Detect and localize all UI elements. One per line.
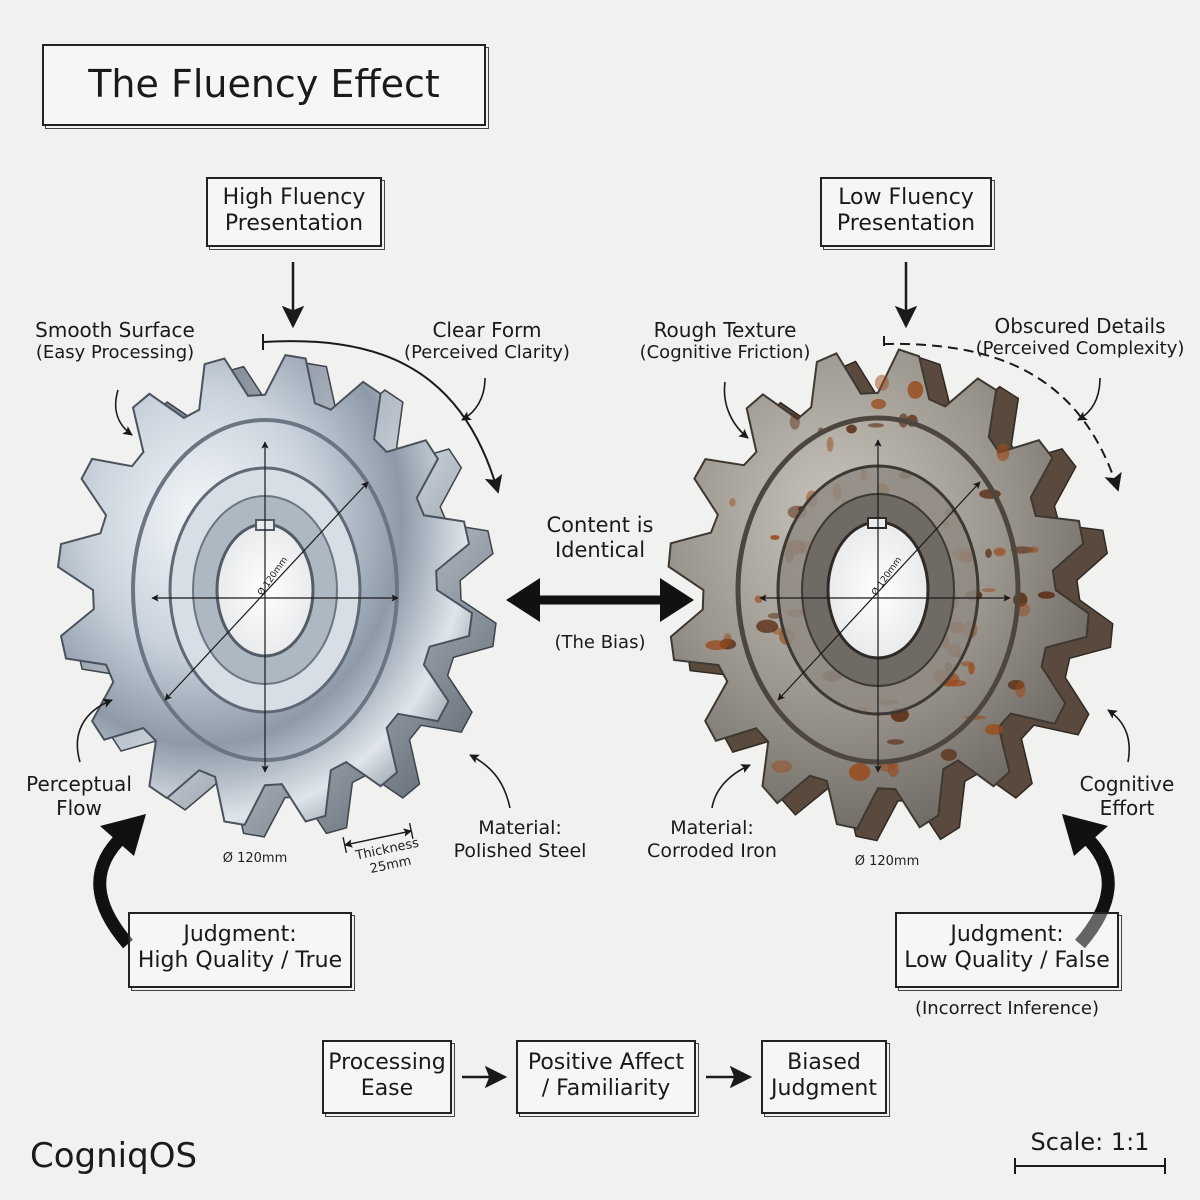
- scale-bar: [1014, 1158, 1166, 1174]
- right-diameter-label: Ø 120mm: [854, 854, 920, 869]
- right-arc-arrow: [883, 336, 1118, 490]
- page-title-text: The Fluency Effect: [88, 62, 440, 106]
- content-identical-line2: Identical: [554, 538, 646, 563]
- left-material-label: Material: Polished Steel: [440, 817, 600, 863]
- iron-gear: Ø 120mm: [667, 348, 1114, 842]
- iron-gear-keyway: [867, 517, 887, 529]
- high-fluency-header: High Fluency Presentation: [206, 177, 382, 247]
- perceptual-flow-pointer: [76, 698, 113, 763]
- content-identical-arrow: [506, 578, 694, 622]
- clear-form-pointer: [461, 377, 486, 421]
- rough-texture-annotation: Rough Texture (Cognitive Friction): [630, 318, 820, 364]
- clear-form-annotation: Clear Form (Perceived Clarity): [392, 318, 582, 364]
- left-judgment-line2: High Quality / True: [137, 948, 343, 974]
- obscured-details-sublabel: (Perceived Complexity): [975, 338, 1185, 359]
- flow-step1-line2: Ease: [360, 1076, 414, 1102]
- right-judgment-box: Judgment: Low Quality / False: [895, 912, 1119, 988]
- flow-step-biased-judgment: Biased Judgment: [761, 1040, 887, 1114]
- cognitive-effort-line2: Effort: [1099, 796, 1155, 820]
- flow-step3-line1: Biased: [787, 1050, 861, 1075]
- scale-label: Scale: 1:1: [1030, 1128, 1150, 1156]
- rough-texture-sublabel: (Cognitive Friction): [639, 342, 811, 363]
- clear-form-sublabel: (Perceived Clarity): [404, 342, 570, 363]
- left-material-pointer: [469, 754, 511, 809]
- cognitive-effort-line1: Cognitive: [1079, 772, 1175, 796]
- perceptual-flow-line1: Perceptual: [26, 772, 132, 796]
- right-material-line2: Corroded Iron: [647, 839, 777, 862]
- high-fluency-header-line1: High Fluency: [222, 185, 366, 210]
- right-judgment-line1: Judgment:: [950, 922, 1064, 947]
- smooth-surface-annotation: Smooth Surface (Easy Processing): [20, 318, 210, 364]
- thickness-dimension: [342, 822, 414, 854]
- smooth-surface-pointer: [114, 389, 133, 436]
- flow-step-processing-ease: Processing Ease: [322, 1040, 452, 1114]
- right-material-label: Material: Corroded Iron: [632, 817, 792, 863]
- right-judgment-line2: Low Quality / False: [904, 948, 1110, 974]
- smooth-surface-sublabel: (Easy Processing): [35, 342, 195, 363]
- rough-texture-pointer: [723, 381, 749, 439]
- left-arc-arrow: [262, 334, 498, 492]
- high-fluency-header-line2: Presentation: [224, 211, 364, 237]
- page-title: The Fluency Effect: [42, 44, 486, 126]
- steel-gear: Ø 120mm: [56, 353, 497, 838]
- right-judgment-curved-arrow: [1062, 814, 1115, 949]
- cognitive-effort-annotation: Cognitive Effort: [1064, 772, 1190, 820]
- obscured-details-pointer: [1077, 377, 1101, 421]
- perceptual-flow-line2: Flow: [56, 796, 102, 820]
- left-judgment-box: Judgment: High Quality / True: [128, 912, 352, 988]
- flow-step2-line2: / Familiarity: [541, 1076, 671, 1102]
- low-fluency-header-line1: Low Fluency: [838, 185, 974, 210]
- obscured-details-label: Obscured Details: [994, 314, 1166, 338]
- left-judgment-line1: Judgment:: [183, 922, 297, 947]
- smooth-surface-label: Smooth Surface: [35, 318, 195, 342]
- low-fluency-header-line2: Presentation: [836, 211, 976, 237]
- cognitive-effort-pointer: [1107, 709, 1130, 763]
- perceptual-flow-annotation: Perceptual Flow: [14, 772, 144, 820]
- clear-form-label: Clear Form: [432, 318, 542, 342]
- content-identical-line1: Content is: [546, 513, 654, 537]
- incorrect-inference-note: (Incorrect Inference): [914, 998, 1100, 1019]
- flow-step1-line1: Processing: [328, 1050, 446, 1075]
- content-identical-label: Content is Identical: [520, 513, 680, 563]
- flow-step2-line1: Positive Affect: [527, 1050, 685, 1075]
- right-material-line1: Material:: [670, 817, 754, 839]
- left-judgment-curved-arrow: [93, 814, 146, 949]
- left-material-line1: Material:: [478, 817, 562, 839]
- brand-logo: CogniqOS: [30, 1136, 198, 1176]
- obscured-details-annotation: Obscured Details (Perceived Complexity): [968, 314, 1192, 360]
- right-material-pointer: [711, 764, 751, 809]
- left-diameter-label: Ø 120mm: [222, 851, 288, 866]
- left-material-line2: Polished Steel: [453, 839, 587, 862]
- flow-step3-line2: Judgment: [771, 1076, 877, 1102]
- rough-texture-label: Rough Texture: [653, 318, 797, 342]
- flow-step-positive-affect: Positive Affect / Familiarity: [516, 1040, 696, 1114]
- bias-label: (The Bias): [554, 632, 646, 653]
- low-fluency-header: Low Fluency Presentation: [820, 177, 992, 247]
